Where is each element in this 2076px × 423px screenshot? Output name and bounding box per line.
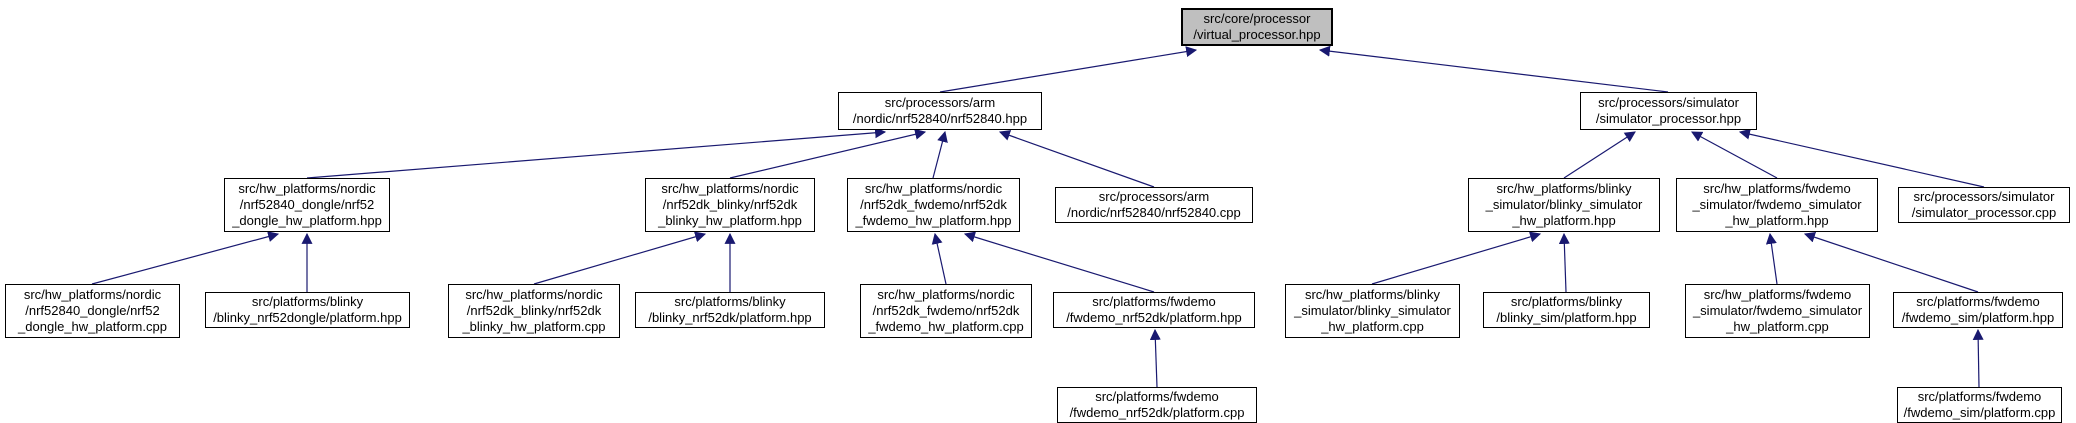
node-fwdemo-nrf52dk-platform-hpp[interactable]: src/platforms/fwdemo /fwdemo_nrf52dk/pla… bbox=[1053, 292, 1255, 328]
node-simulator-processor-cpp[interactable]: src/processors/simulator /simulator_proc… bbox=[1898, 187, 2070, 223]
node-blinky-sim-platform-hpp[interactable]: src/platforms/blinky /blinky_sim/platfor… bbox=[1483, 292, 1650, 328]
node-fwdemo-simulator-hw-platform-cpp[interactable]: src/hw_platforms/fwdemo _simulator/fwdem… bbox=[1685, 284, 1870, 338]
node-blinky-nrf52dongle-platform-hpp[interactable]: src/platforms/blinky /blinky_nrf52dongle… bbox=[205, 292, 410, 328]
edge-fwdemo-nrf52dk-platform-cpp-to-fwdemo-nrf52dk-platform-hpp bbox=[1149, 328, 1161, 388]
node-fwdemo-sim-platform-hpp[interactable]: src/platforms/fwdemo /fwdemo_sim/platfor… bbox=[1893, 292, 2063, 328]
node-blinky-nrf52dk-platform-hpp[interactable]: src/platforms/blinky /blinky_nrf52dk/pla… bbox=[635, 292, 825, 328]
edge-blinky-sim-platform-hpp-to-blinky-simulator-hw-platform-hpp bbox=[1558, 232, 1570, 293]
node-nrf52840-cpp[interactable]: src/processors/arm /nordic/nrf52840/nrf5… bbox=[1055, 187, 1253, 223]
node-fwdemo-simulator-hw-platform-hpp[interactable]: src/hw_platforms/fwdemo _simulator/fwdem… bbox=[1676, 178, 1878, 232]
node-fwdemo-sim-platform-cpp[interactable]: src/platforms/fwdemo /fwdemo_sim/platfor… bbox=[1897, 387, 2062, 423]
node-blinky-simulator-hw-platform-cpp[interactable]: src/hw_platforms/blinky _simulator/blink… bbox=[1285, 284, 1460, 338]
edge-nrf52840-dongle-hw-platform-cpp-to-nrf52840-dongle-hw-platform-hpp bbox=[91, 231, 280, 285]
edge-fwdemo-simulator-hw-platform-cpp-to-fwdemo-simulator-hw-platform-hpp bbox=[1765, 232, 1778, 285]
edge-nrf52840-cpp-to-nrf52840-hpp bbox=[998, 130, 1155, 188]
node-fwdemo-nrf52dk-platform-cpp[interactable]: src/platforms/fwdemo /fwdemo_nrf52dk/pla… bbox=[1057, 387, 1257, 423]
edge-nrf52dk-fwdemo-hw-platform-cpp-to-nrf52dk-fwdemo-hw-platform-hpp bbox=[931, 232, 947, 285]
node-nrf52dk-fwdemo-hw-platform-hpp[interactable]: src/hw_platforms/nordic /nrf52dk_fwdemo/… bbox=[847, 178, 1020, 232]
edge-nrf52dk-blinky-hw-platform-hpp-to-nrf52840-hpp bbox=[729, 128, 927, 179]
edge-simulator-processor-hpp-to-virtual-processor-hpp bbox=[1318, 45, 1669, 93]
edge-nrf52dk-fwdemo-hw-platform-hpp-to-nrf52840-hpp bbox=[932, 130, 948, 179]
edge-nrf52840-hpp-to-virtual-processor-hpp bbox=[939, 46, 1198, 93]
edge-fwdemo-sim-platform-cpp-to-fwdemo-sim-platform-hpp bbox=[1972, 328, 1984, 388]
node-simulator-processor-hpp[interactable]: src/processors/simulator /simulator_proc… bbox=[1580, 92, 1757, 130]
node-virtual-processor-hpp[interactable]: src/core/processor /virtual_processor.hp… bbox=[1181, 8, 1333, 46]
node-nrf52dk-blinky-hw-platform-cpp[interactable]: src/hw_platforms/nordic /nrf52dk_blinky/… bbox=[448, 284, 620, 338]
node-nrf52dk-fwdemo-hw-platform-cpp[interactable]: src/hw_platforms/nordic /nrf52dk_fwdemo/… bbox=[860, 284, 1032, 338]
edge-fwdemo-simulator-hw-platform-hpp-to-simulator-processor-hpp bbox=[1691, 131, 1778, 179]
node-nrf52840-hpp[interactable]: src/processors/arm /nordic/nrf52840/nrf5… bbox=[838, 92, 1042, 130]
edge-blinky-simulator-hw-platform-hpp-to-simulator-processor-hpp bbox=[1563, 131, 1636, 179]
edge-nrf52840-dongle-hw-platform-hpp-to-nrf52840-hpp bbox=[306, 127, 887, 179]
node-blinky-simulator-hw-platform-hpp[interactable]: src/hw_platforms/blinky _simulator/blink… bbox=[1468, 178, 1660, 232]
node-nrf52840-dongle-hw-platform-hpp[interactable]: src/hw_platforms/nordic /nrf52840_dongle… bbox=[224, 178, 390, 232]
edge-nrf52dk-blinky-hw-platform-cpp-to-nrf52dk-blinky-hw-platform-hpp bbox=[533, 231, 707, 285]
node-nrf52840-dongle-hw-platform-cpp[interactable]: src/hw_platforms/nordic /nrf52840_dongle… bbox=[5, 284, 180, 338]
edge-blinky-simulator-hw-platform-cpp-to-blinky-simulator-hw-platform-hpp bbox=[1371, 231, 1542, 285]
node-nrf52dk-blinky-hw-platform-hpp[interactable]: src/hw_platforms/nordic /nrf52dk_blinky/… bbox=[645, 178, 815, 232]
